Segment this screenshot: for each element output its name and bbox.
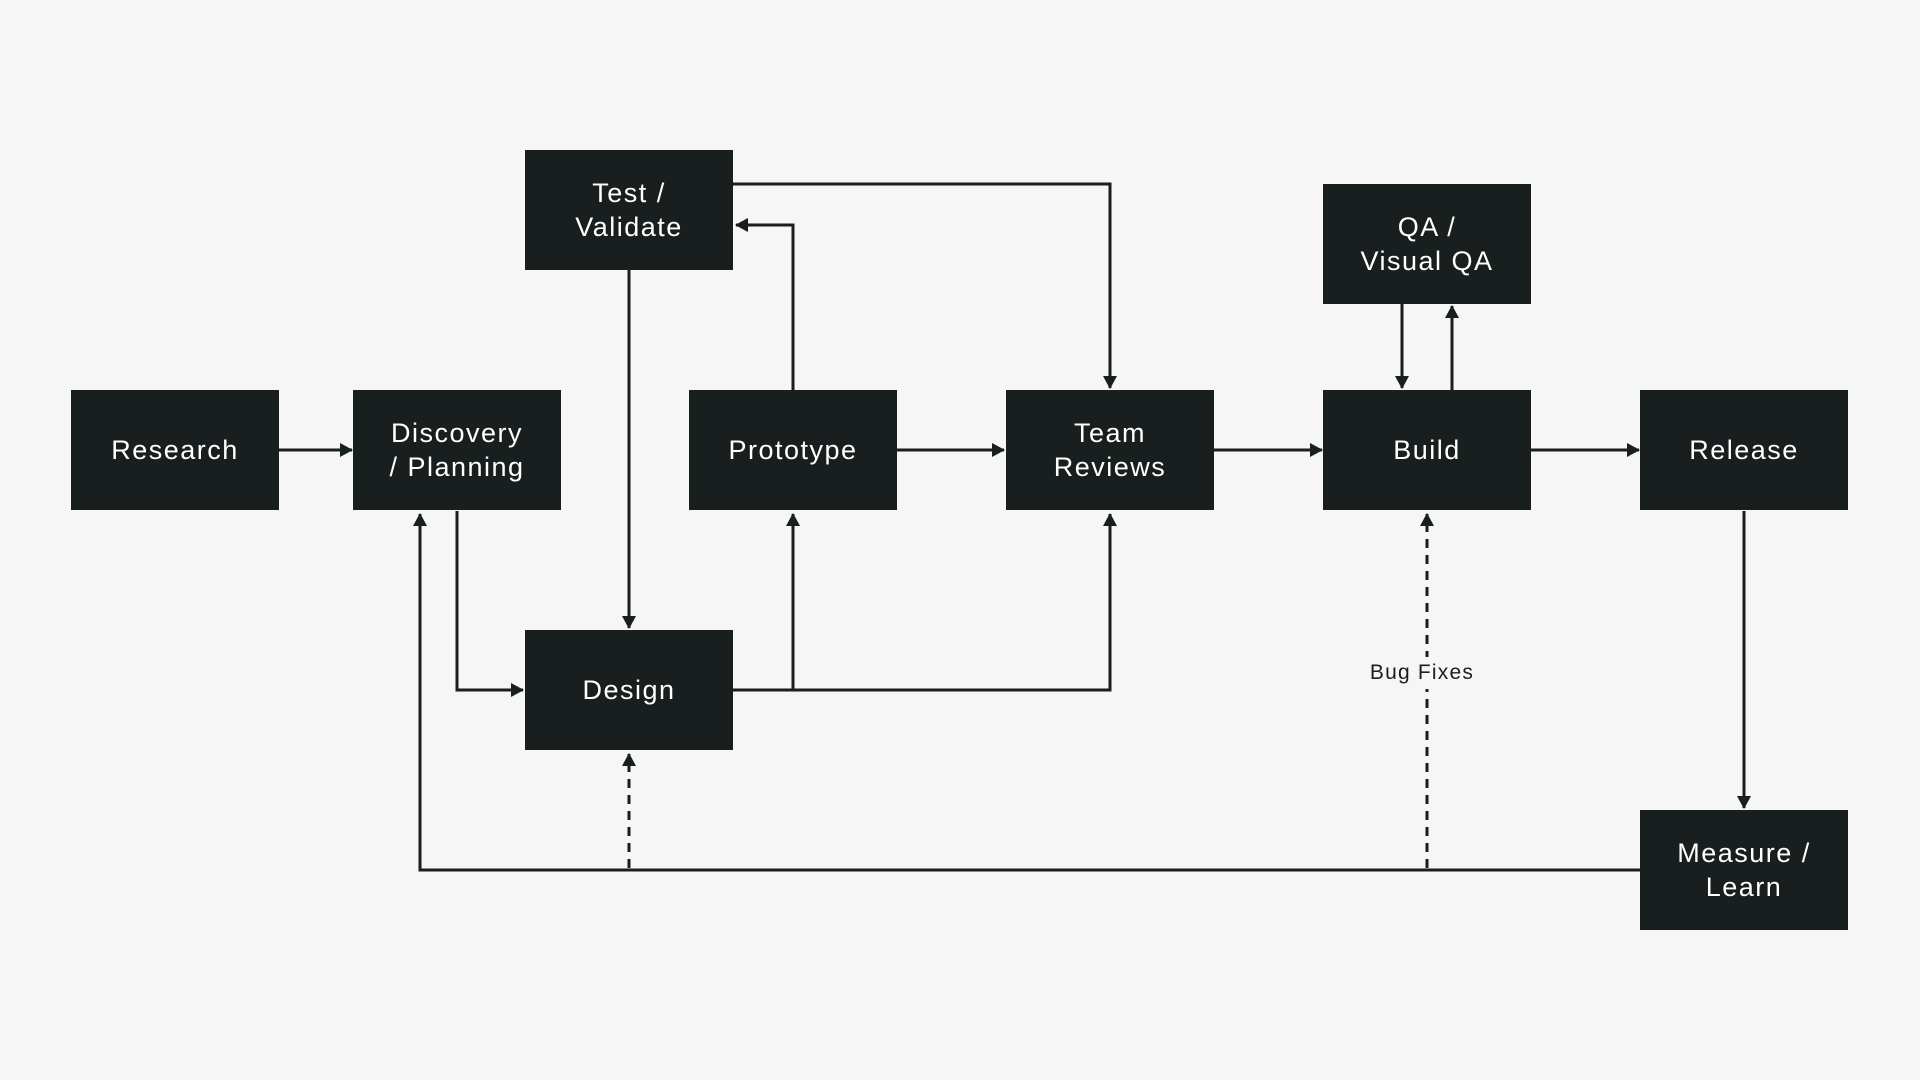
node-test-validate: Test / Validate [525, 150, 733, 270]
node-qa-label-line2: Visual QA [1360, 246, 1494, 276]
node-prototype: Prototype [689, 390, 897, 510]
node-discovery-label-line1: Discovery [390, 418, 524, 448]
node-build: Build [1323, 390, 1531, 510]
node-measure-label-line1: Measure / [1677, 838, 1811, 868]
node-qa-label-line1: QA / [1397, 212, 1457, 242]
node-prototype-label: Prototype [728, 435, 858, 465]
node-release-label: Release [1689, 435, 1799, 465]
edge-prototype-to-test [735, 218, 795, 390]
edge-design-to-team-reviews [733, 513, 1117, 692]
node-discovery-planning: Discovery / Planning [353, 390, 561, 510]
node-team-label-line2: Reviews [1053, 452, 1167, 482]
node-test-label-line1: Test / [592, 178, 666, 208]
node-test-label-line2: Validate [575, 212, 683, 242]
node-research-label: Research [111, 435, 239, 465]
node-release: Release [1640, 390, 1848, 510]
node-team-label-line1: Team [1073, 418, 1147, 448]
edge-test-to-team-reviews [733, 182, 1117, 389]
node-research: Research [71, 390, 279, 510]
node-measure-label-line2: Learn [1705, 872, 1783, 902]
node-team-reviews: Team Reviews [1006, 390, 1214, 510]
edge-discovery-to-design [455, 511, 524, 697]
edge-measure-to-discovery [413, 513, 1640, 872]
node-build-label: Build [1393, 435, 1461, 465]
node-qa-visual-qa: QA / Visual QA [1323, 184, 1531, 304]
node-measure-learn: Measure / Learn [1640, 810, 1848, 930]
node-design-label: Design [582, 675, 676, 705]
node-discovery-label-line2: / Planning [389, 452, 525, 482]
bug-fixes-label: Bug Fixes [1363, 657, 1481, 689]
node-design: Design [525, 630, 733, 750]
